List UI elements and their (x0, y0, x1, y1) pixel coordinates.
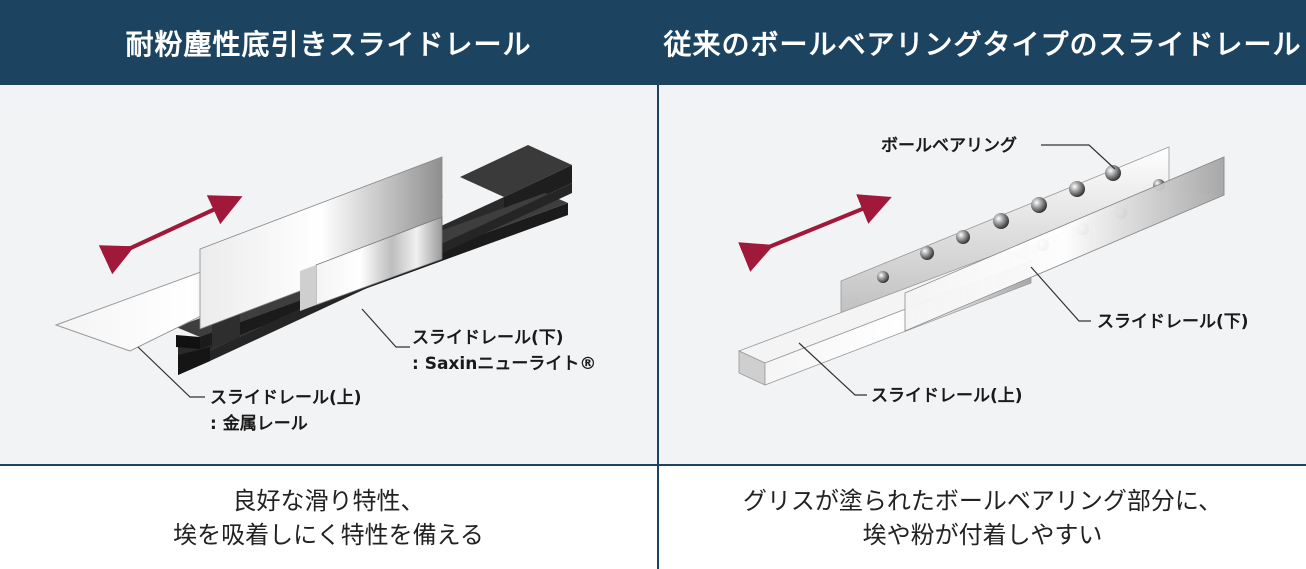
ball-bearing (956, 230, 970, 244)
label-lower-rail-right: スライドレール(下) (1097, 312, 1249, 332)
label-lower-rail-line1: スライドレール(下) (412, 328, 564, 348)
left-caption-line2: 埃を吸着しにく特性を備える (173, 520, 484, 549)
left-caption: 良好な滑り特性、 埃を吸着しにく特性を備える (0, 466, 657, 569)
leader-lower-rail-right (1030, 266, 1091, 322)
left-caption-line1: 良好な滑り特性、 (232, 486, 425, 515)
lower-rail-front-wall (904, 156, 1225, 332)
leader-upper-rail-left (137, 346, 205, 398)
left-heading: 耐粉塵性底引きスライドレール (0, 0, 657, 85)
leader-lower-rail-left (361, 308, 410, 348)
upper-metal-rail (54, 156, 444, 352)
vertical-divider (657, 0, 659, 569)
label-lower-rail-line2: : Saxinニューライト® (412, 354, 596, 374)
right-caption: グリスが塗られたボールベアリング部分に、 埃や粉が付着しやすい (659, 466, 1306, 569)
ball-bearing (1105, 165, 1121, 181)
right-heading: 従来のボールベアリングタイプのスライドレール (659, 0, 1306, 85)
right-caption-line2: 埃や粉が付着しやすい (862, 520, 1103, 549)
ball-bearing (1031, 197, 1047, 213)
ball-bearing (993, 213, 1009, 229)
left-slide-direction-arrow (98, 195, 243, 275)
label-upper-rail-line2: : 金属レール (210, 413, 308, 434)
ball-bearing (1069, 181, 1085, 197)
left-slide-rail-diagram: スライドレール(下) : Saxinニューライト® スライドレール(上) : 金… (54, 145, 596, 434)
right-slide-direction-arrow (738, 194, 892, 272)
right-ball-bearing-diagram: ボールベアリング スライドレール(下) スライドレール(上) (737, 135, 1249, 406)
ball-bearing (877, 271, 889, 283)
horizontal-divider (0, 464, 1306, 466)
label-upper-rail-line1: スライドレール(上) (210, 388, 362, 408)
label-upper-rail-right: スライドレール(上) (871, 386, 1023, 406)
leader-upper-rail-right (798, 342, 867, 396)
leader-ball-bearing (1041, 144, 1116, 170)
label-ball-bearing: ボールベアリング (881, 135, 1017, 156)
right-caption-line1: グリスが塗られたボールベアリング部分に、 (742, 486, 1223, 515)
ball-bearing (920, 246, 934, 260)
